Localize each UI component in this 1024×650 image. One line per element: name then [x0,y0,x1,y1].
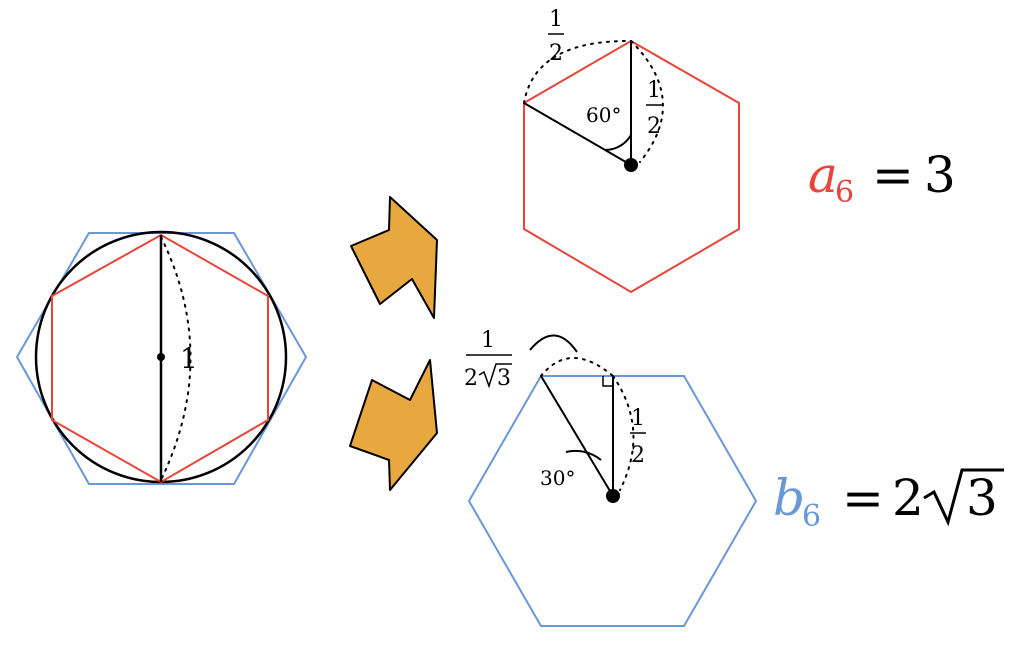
formula-a6: a 6 = 3 [808,146,956,210]
formula-a-value: 3 [924,146,956,204]
angle-label-60: 60° [586,103,621,127]
angle-arc-30 [565,449,602,461]
formula-a-symbol: a [808,146,838,204]
formula-b-radicand: 3 [966,469,998,527]
right-angle-mark [602,376,613,387]
radius-to-vertex [523,102,632,166]
bottom-arc-frac-num: 1 [481,328,495,353]
formula-b6: b 6 = 2 3 [773,468,1004,534]
radius-label: 1 [180,342,198,375]
angle-arc-60 [604,134,632,152]
circumscribed-hexagon [15,232,308,485]
bottom-arc-frac-den-coef: 2 [464,366,478,391]
arc-frac-num: 1 [549,7,563,32]
formula-b-subscript: 6 [802,499,821,534]
bottom-arc-frac-radical [478,363,512,389]
arrow-down-right [349,359,438,491]
top-figure: 1 2 1 2 60° [523,7,740,294]
left-figure: 1 [15,230,308,485]
arc-dotted-top [523,39,632,104]
angle-label-30: 30° [540,466,575,490]
arc-frac-den: 2 [549,41,563,66]
brace-arc [529,334,578,353]
center-dot-bottom [606,489,620,503]
formula-a-subscript: 6 [835,175,854,210]
bottom-vert-frac-den: 2 [631,443,645,468]
formula-a-equals: = [872,146,914,204]
center-dot [157,353,165,361]
radius-to-vertex-bottom [540,375,614,497]
vert-frac-num: 1 [647,78,661,103]
formula-b-radical [923,468,1004,527]
arc-dotted-bottom-right [612,375,635,491]
center-dot-top [624,158,638,172]
arc-dotted-right [630,40,664,163]
arc-dotted [160,236,192,481]
formula-b-equals: = [842,469,884,527]
bottom-vert-frac-num: 1 [631,406,645,431]
circumscribed-hexagon-large [467,375,758,627]
arrow-up-right [350,196,438,319]
formula-b-symbol: b [773,469,805,527]
bottom-arc-frac-radicand: 3 [497,366,511,391]
vert-frac-den: 2 [647,114,661,139]
arc-dotted-bottom-top [540,357,614,377]
formula-b-coef: 2 [892,469,924,527]
bottom-figure: 1 2 3 1 2 30° [464,328,758,627]
